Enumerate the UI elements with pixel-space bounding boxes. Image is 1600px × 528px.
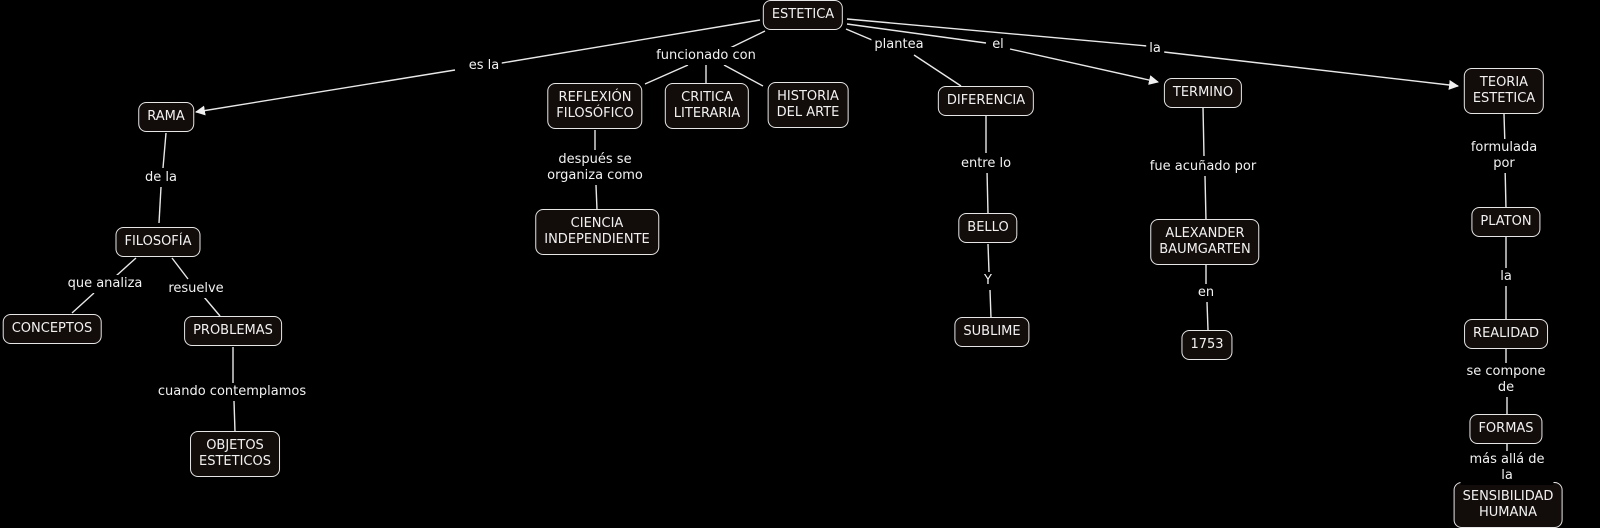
line-esla-rama <box>195 69 456 116</box>
node-1753[interactable]: 1753 <box>1181 330 1233 360</box>
node-bello[interactable]: BELLO <box>958 213 1018 243</box>
line-entrelo-bello <box>986 169 989 215</box>
link-y: Y <box>981 272 995 290</box>
link-en: en <box>1194 284 1218 302</box>
link-la-teoria: la <box>1146 40 1164 58</box>
link-es-la: es la <box>465 57 503 75</box>
line-funcionado-reflexion <box>644 64 689 85</box>
node-objetos-esteticos[interactable]: OBJETOS ESTETICOS <box>190 431 280 477</box>
node-realidad[interactable]: REALIDAD <box>1464 319 1548 349</box>
line-rama-dela <box>162 132 167 169</box>
line-queanaliza-conceptos <box>71 292 95 314</box>
node-estetica[interactable]: ESTETICA <box>762 0 844 30</box>
node-platon[interactable]: PLATON <box>1471 207 1541 237</box>
node-termino[interactable]: TERMINO <box>1163 78 1243 108</box>
node-sensibilidad-humana[interactable]: SENSIBILIDAD HUMANA <box>1453 482 1563 528</box>
link-se-compone-de: se compone de <box>1459 363 1553 397</box>
link-la-realidad: la <box>1497 268 1515 286</box>
link-funcionado-con: funcionado con <box>653 47 759 65</box>
node-teoria-estetica[interactable]: TEORIA ESTETICA <box>1463 68 1545 114</box>
line-despues-ciencia <box>595 184 598 211</box>
link-despues-se-organiza-como: después se organiza como <box>544 151 646 185</box>
line-funcionado-historia <box>723 64 764 87</box>
node-sublime[interactable]: SUBLIME <box>954 317 1030 347</box>
link-el: el <box>989 36 1007 54</box>
line-bello-y <box>987 243 990 273</box>
line-resuelve-problemas <box>203 296 221 317</box>
link-que-analiza: que analiza <box>64 275 146 293</box>
line-estetica-plantea <box>845 28 873 41</box>
line-filosofia-queanaliza <box>115 257 137 277</box>
link-entre-lo: entre lo <box>957 155 1015 173</box>
line-en-1753 <box>1206 301 1209 331</box>
link-fue-acunado-por: fue acuñado por <box>1146 158 1260 176</box>
line-estetica-esla <box>489 19 761 66</box>
line-estetica-el <box>846 23 987 44</box>
node-rama[interactable]: RAMA <box>138 102 194 132</box>
node-problemas[interactable]: PROBLEMAS <box>184 316 282 346</box>
node-formas[interactable]: FORMAS <box>1469 414 1543 444</box>
node-alexander-baumgarten[interactable]: ALEXANDER BAUMGARTEN <box>1150 219 1260 265</box>
line-y-sublime <box>989 289 992 319</box>
line-estetica-funcionado <box>729 30 766 49</box>
line-termino-fue <box>1202 106 1205 157</box>
node-historia-del-arte[interactable]: HISTORIA DEL ARTE <box>767 82 849 128</box>
line-fue-alexander <box>1204 175 1207 222</box>
line-cuando-objetos <box>233 400 236 433</box>
node-conceptos[interactable]: CONCEPTOS <box>2 314 102 344</box>
line-dela-filosofia <box>158 186 162 224</box>
line-plantea-diferencia <box>913 54 962 87</box>
node-ciencia-independiente[interactable]: CIENCIA INDEPENDIENTE <box>535 209 659 255</box>
link-plantea: plantea <box>871 36 927 54</box>
node-critica-literaria[interactable]: CRITICA LITERARIA <box>664 83 750 129</box>
node-reflexion-filosofico[interactable]: REFLEXIÓN FILOSÓFICO <box>547 83 643 129</box>
link-resuelve: resuelve <box>165 280 227 298</box>
line-estetica-la <box>846 18 1148 47</box>
node-filosofia[interactable]: FILOSOFÍA <box>115 227 201 257</box>
node-diferencia[interactable]: DIFERENCIA <box>937 86 1035 116</box>
link-cuando-contemplamos: cuando contemplamos <box>154 383 310 401</box>
link-mas-alla-de-la: más allá de la <box>1460 451 1554 485</box>
link-formulada-por: formulada por <box>1456 139 1552 173</box>
line-el-termino <box>1009 48 1159 85</box>
line-filosofia-resuelve <box>171 257 189 280</box>
line-la-teoria <box>1163 51 1459 90</box>
link-de-la: de la <box>142 169 180 187</box>
